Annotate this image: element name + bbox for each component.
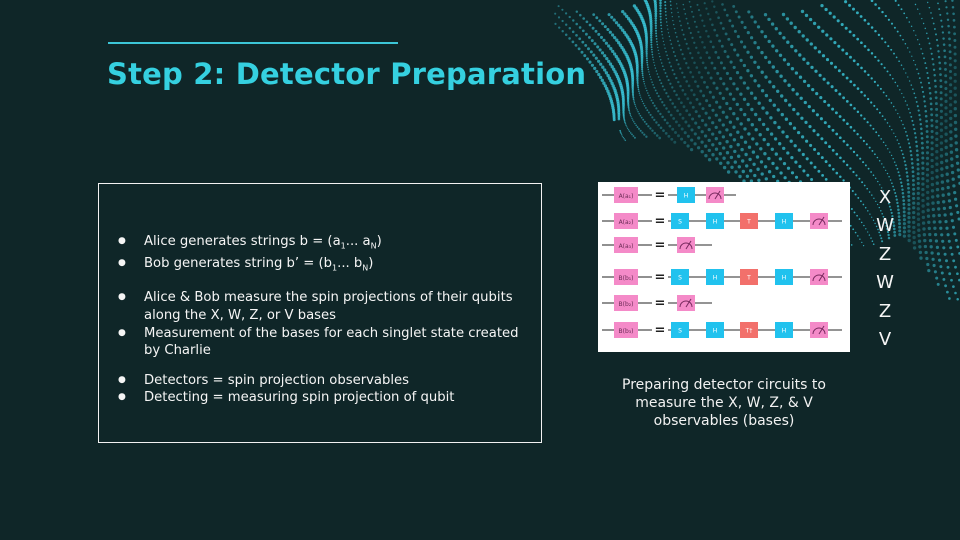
gate-box	[677, 187, 695, 203]
register-label: B(b₁)	[618, 275, 633, 282]
basis-label: W	[876, 215, 894, 237]
gate-t-dagger: T†	[740, 322, 758, 338]
bullet-alice-strings: Alice generates strings b = (a1... aN)	[117, 233, 527, 255]
gate-label: H	[782, 219, 787, 226]
basis-label: W	[876, 272, 894, 294]
bullet-singlet-measurement: Measurement of the bases for each single…	[117, 325, 527, 360]
register-box	[614, 187, 638, 203]
gate-box	[740, 269, 758, 285]
gate-label: H	[713, 275, 718, 282]
gate-s: S	[671, 322, 689, 338]
gate-box	[671, 269, 689, 285]
equals-sign: =	[655, 238, 666, 253]
page-title: Step 2: Detector Preparation	[107, 57, 587, 91]
gate-box	[671, 322, 689, 338]
equals-sign: =	[655, 270, 666, 285]
gate-box	[706, 213, 724, 229]
gate-s: S	[671, 213, 689, 229]
equals-sign: =	[655, 214, 666, 229]
gate-label: H	[782, 328, 787, 335]
register-label: B(b₃)	[618, 328, 633, 335]
gate-label: T	[746, 275, 751, 282]
register-label: B(b₂)	[618, 301, 633, 308]
title-rule	[108, 42, 398, 44]
circuit-row: B(b₂) =	[602, 295, 712, 311]
gate-h: H	[775, 322, 793, 338]
bullet-box: Alice generates strings b = (a1... aN) B…	[98, 183, 542, 443]
measurement-gate	[810, 269, 828, 285]
gate-label: H	[684, 193, 689, 200]
gate-box	[706, 322, 724, 338]
gate-box	[740, 322, 758, 338]
basis-label: Z	[878, 300, 892, 322]
circuit-row: A(a₁) = H	[602, 187, 736, 203]
measurement-gate	[677, 295, 695, 311]
gate-box	[775, 213, 793, 229]
gate-label: H	[713, 219, 718, 226]
gate-label: S	[678, 219, 682, 226]
basis-label: V	[878, 328, 892, 350]
circuit-caption: Preparing detector circuits to measure t…	[622, 377, 826, 429]
register-box	[614, 295, 638, 311]
register-box	[614, 322, 638, 338]
equals-sign: =	[655, 188, 666, 203]
gate-label: S	[678, 275, 682, 282]
gate-label: H	[713, 328, 718, 335]
register-box	[614, 269, 638, 285]
bullet-list: Alice generates strings b = (a1... aN) B…	[117, 233, 527, 407]
gate-t: T	[740, 213, 758, 229]
measurement-gate	[810, 213, 828, 229]
gate-h: H	[706, 269, 724, 285]
bullet-measure-projections: Alice & Bob measure the spin projections…	[117, 289, 527, 324]
basis-label: X	[878, 187, 892, 208]
circuit-row: A(a₃) =	[602, 237, 712, 253]
register-label: A(a₁)	[619, 193, 634, 200]
register-box	[614, 213, 638, 229]
gate-h: H	[706, 322, 724, 338]
gate-s: S	[671, 269, 689, 285]
measurement-gate	[706, 187, 724, 203]
equals-sign: =	[655, 296, 666, 311]
circuit-row: B(b₁)=SHTHH	[602, 269, 842, 285]
bullet-detecting: Detecting = measuring spin projection of…	[117, 389, 527, 407]
gate-label: H	[782, 275, 787, 282]
gate-h: H	[677, 187, 695, 203]
gate-box	[671, 213, 689, 229]
measurement-gate	[810, 322, 828, 338]
bullet-detectors: Detectors = spin projection observables	[117, 372, 527, 390]
gate-h: H	[775, 269, 793, 285]
gate-h: H	[706, 213, 724, 229]
equals-sign: =	[655, 323, 666, 338]
gate-box	[775, 322, 793, 338]
basis-label: Z	[878, 243, 892, 265]
gate-box	[740, 213, 758, 229]
register-box	[614, 237, 638, 253]
gate-label: T†	[745, 328, 753, 335]
gate-h: H	[775, 213, 793, 229]
detector-circuit-diagram: A(a₁) = H A(a₂) = S H T H H A(a₃) = B(b₁) = S H T H H B(b₂)…	[598, 182, 850, 352]
measurement-gate	[677, 237, 695, 253]
circuit-row: A(a₂)=SHTHH	[602, 213, 842, 229]
circuit-row: B(b₃)=SHT†HH	[602, 322, 842, 338]
bullet-bob-strings: Bob generates string b’ = (b1... bN)	[117, 255, 527, 277]
gate-label: S	[678, 328, 682, 335]
gate-t: T	[740, 269, 758, 285]
gate-box	[706, 269, 724, 285]
gate-label: T	[746, 219, 751, 226]
register-label: A(a₂)	[619, 219, 634, 226]
gate-box	[775, 269, 793, 285]
register-label: A(a₃)	[619, 243, 634, 250]
